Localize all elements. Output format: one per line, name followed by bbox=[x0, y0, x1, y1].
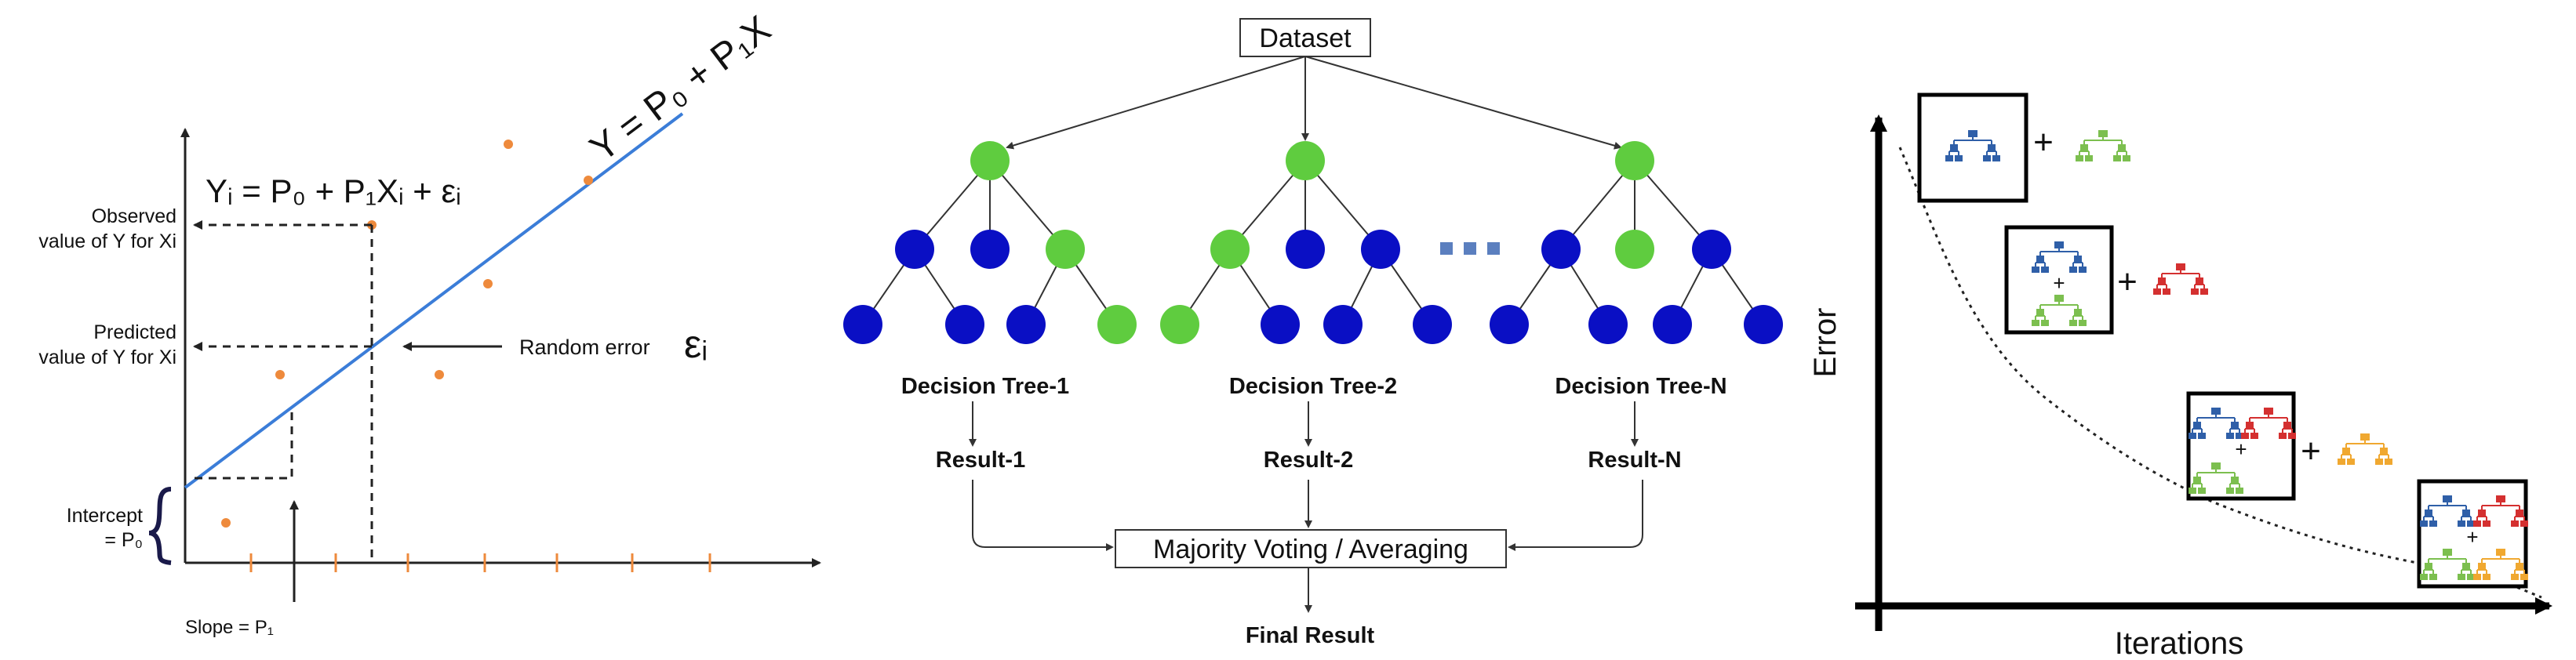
regression-x-ticks bbox=[249, 553, 711, 572]
boosting-x-label: Iterations bbox=[2115, 626, 2244, 660]
slope-label: Slope = P₁ bbox=[185, 617, 274, 638]
boosting-step-2: + + bbox=[2004, 225, 2209, 335]
error-curve bbox=[1898, 147, 2542, 599]
tree-node bbox=[1692, 230, 1731, 269]
decision-tree-1 bbox=[843, 141, 1137, 344]
tree-node bbox=[970, 141, 1010, 180]
data-point bbox=[221, 518, 231, 528]
data-point bbox=[483, 279, 493, 288]
regression-panel: Y = P₀ + P₁X Yᵢ = P₀ + P₁Xᵢ + εᵢ Observe… bbox=[38, 8, 821, 638]
tree-label-n: Decision Tree-N bbox=[1555, 374, 1726, 399]
tree-node bbox=[945, 305, 984, 344]
tree-node bbox=[895, 230, 934, 269]
plus-icon: + bbox=[2466, 525, 2478, 549]
tree-node bbox=[1615, 230, 1654, 269]
plus-icon: + bbox=[2301, 432, 2321, 470]
plus-icon: + bbox=[2235, 437, 2247, 461]
tree-node bbox=[1361, 230, 1400, 269]
data-point bbox=[275, 370, 285, 379]
decision-tree-n bbox=[1490, 141, 1783, 344]
observed-label-1: Observed bbox=[92, 205, 176, 227]
intercept-brace bbox=[148, 487, 172, 565]
random-forest-panel: Dataset bbox=[843, 18, 1783, 648]
tree-node bbox=[1160, 305, 1199, 344]
dataset-arrows bbox=[1006, 56, 1622, 150]
tree-node bbox=[843, 305, 882, 344]
data-point bbox=[435, 370, 444, 379]
regression-equation-label: Y = P₀ + P₁X bbox=[583, 8, 779, 169]
boosting-step-4: + bbox=[2417, 479, 2529, 589]
tree-node bbox=[1413, 305, 1452, 344]
tree-icon bbox=[2152, 263, 2209, 296]
aggregate-label: Majority Voting / Averaging bbox=[1153, 535, 1468, 564]
decision-tree-2 bbox=[1160, 141, 1452, 344]
tree-icon bbox=[2075, 129, 2131, 162]
data-point bbox=[504, 140, 513, 149]
tree-node bbox=[1744, 305, 1783, 344]
tree-label-2: Decision Tree-2 bbox=[1229, 374, 1397, 399]
boosting-step-1: + bbox=[1917, 92, 2131, 203]
tree-node bbox=[1588, 305, 1628, 344]
dataset-label: Dataset bbox=[1259, 24, 1352, 53]
tree-node bbox=[970, 230, 1010, 269]
observed-label-2: value of Y for Xi bbox=[38, 230, 176, 252]
tree-node bbox=[1006, 305, 1046, 344]
tree-label-1: Decision Tree-1 bbox=[901, 374, 1069, 399]
intercept-label-2: = P₀ bbox=[104, 529, 143, 551]
result-label-1: Result-1 bbox=[936, 448, 1025, 473]
intercept-label-1: Intercept bbox=[67, 505, 143, 527]
boosting-panel: Error Iterations + + + + + bbox=[1808, 92, 2552, 660]
result-label-n: Result-N bbox=[1588, 448, 1681, 473]
random-error-label: Random error bbox=[519, 335, 650, 359]
predicted-label-2: value of Y for Xi bbox=[38, 346, 176, 368]
aggregate-arrows bbox=[972, 480, 1643, 613]
ellipsis-icon bbox=[1440, 242, 1500, 255]
dataset-box bbox=[1239, 18, 1371, 57]
tree-node bbox=[1286, 230, 1325, 269]
tree-node bbox=[1210, 230, 1250, 269]
tree-node bbox=[1286, 141, 1325, 180]
tree-node bbox=[1490, 305, 1529, 344]
regression-line bbox=[184, 112, 684, 489]
result-arrows bbox=[969, 401, 1639, 447]
tree-node bbox=[1046, 230, 1085, 269]
plus-icon: + bbox=[2033, 123, 2054, 161]
plus-icon: + bbox=[2117, 263, 2138, 301]
tree-node bbox=[1323, 305, 1363, 344]
result-label-2: Result-2 bbox=[1264, 448, 1353, 473]
plus-icon: + bbox=[2053, 271, 2065, 295]
final-result-label: Final Result bbox=[1246, 623, 1375, 648]
boosting-step-3: + + bbox=[2186, 391, 2393, 501]
epsilon-label: εᵢ bbox=[684, 322, 708, 366]
tree-node bbox=[1261, 305, 1300, 344]
tree-icon bbox=[2337, 433, 2393, 466]
tree-node bbox=[1653, 305, 1692, 344]
tree-node bbox=[1097, 305, 1137, 344]
point-equation-label: Yᵢ = P₀ + P₁Xᵢ + εᵢ bbox=[206, 172, 461, 209]
regression-guides bbox=[193, 220, 373, 563]
predicted-label-1: Predicted bbox=[93, 321, 176, 343]
data-point bbox=[584, 176, 593, 185]
boosting-y-label: Error bbox=[1808, 308, 1843, 378]
aggregate-box bbox=[1115, 529, 1507, 568]
tree-node bbox=[1541, 230, 1581, 269]
tree-node bbox=[1615, 141, 1654, 180]
